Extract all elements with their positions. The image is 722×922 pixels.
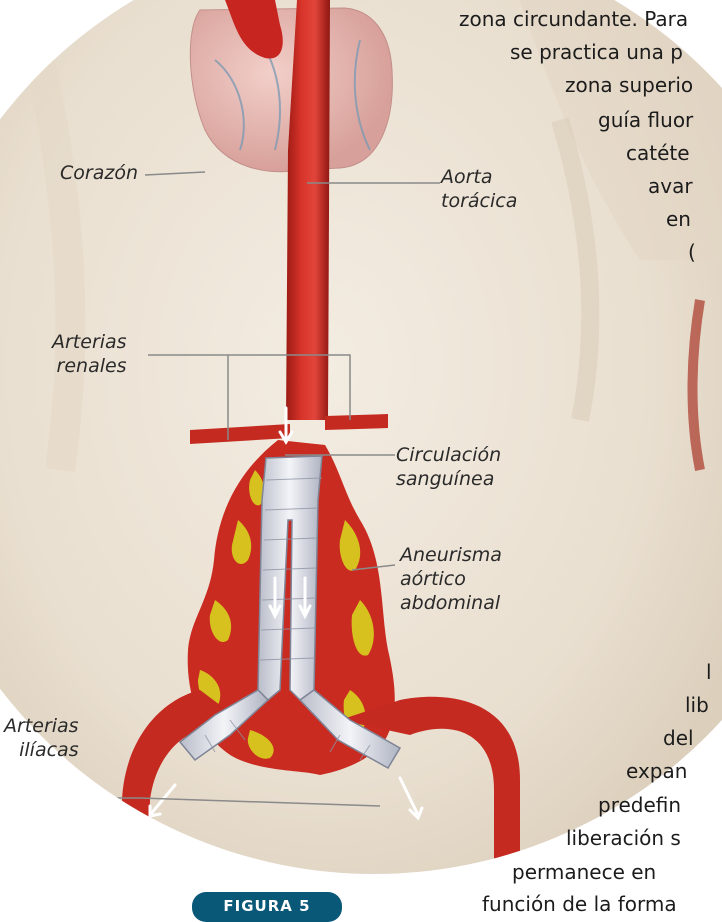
text-line: ( <box>688 236 696 269</box>
figure-badge: FIGURA 5 <box>192 892 342 922</box>
text-line: del <box>663 722 694 755</box>
text-line: en <box>666 203 691 236</box>
text-line: guía fluor <box>598 104 693 137</box>
body-text-top: zona circundante. Para se practica una p… <box>0 0 722 300</box>
text-line: catéte <box>626 137 690 170</box>
text-line: expan <box>626 755 687 788</box>
text-line: zona circundante. Para <box>459 3 688 36</box>
text-line: predefin <box>598 789 681 822</box>
body-text-bottom: l lib del expan predefin liberación s pe… <box>0 600 722 914</box>
text-line: permanece en <box>512 856 656 889</box>
text-line: avar <box>648 170 693 203</box>
text-line: función de la forma <box>482 888 677 921</box>
label-blood-flow: Circulación sanguínea <box>396 443 501 491</box>
text-line: lib <box>685 689 709 722</box>
label-renal-arteries: Arterias renales <box>52 330 127 378</box>
text-line: liberación s <box>566 822 681 855</box>
text-line: l <box>706 656 712 689</box>
text-line: se practica una p <box>510 36 683 69</box>
text-line: zona superio <box>565 69 693 102</box>
